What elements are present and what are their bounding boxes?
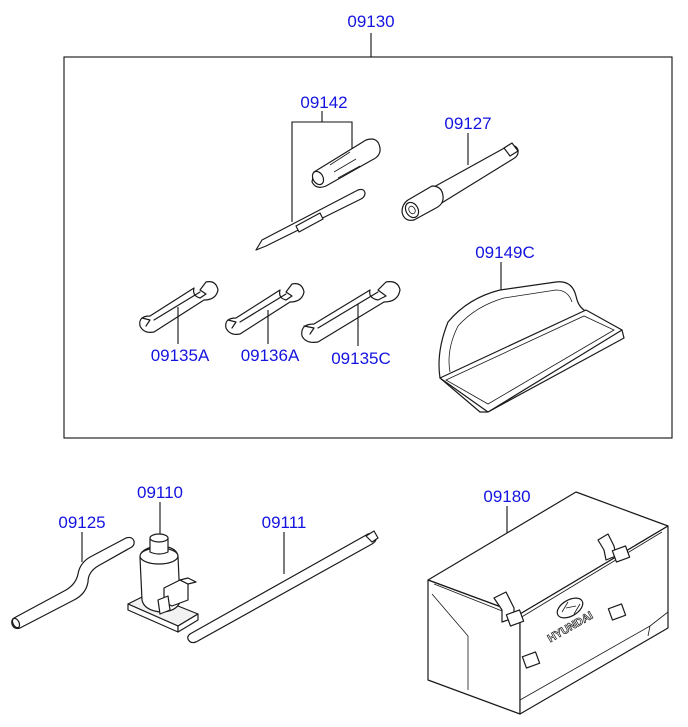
tool-kit-group: 09130 (63, 12, 673, 439)
socket-wrench-icon (401, 142, 519, 221)
wrench-b-icon (225, 283, 305, 335)
wrench-c-part: 09135C (301, 281, 401, 368)
callout-tool-box[interactable]: 09180 (483, 487, 530, 506)
tool-pouch-icon (438, 281, 625, 413)
callout-tool-pouch[interactable]: 09149C (475, 243, 535, 262)
jack-part: 09110 (127, 483, 199, 633)
screwdriver-handle-icon (311, 138, 381, 188)
callout-jack[interactable]: 09110 (137, 483, 183, 502)
hyundai-logo-icon (556, 597, 584, 619)
callout-wrench-c[interactable]: 09135C (331, 349, 391, 368)
wrench-a-icon (139, 281, 219, 333)
callout-jack-handle[interactable]: 09125 (58, 513, 105, 532)
extension-bar-part: 09111 (187, 513, 379, 644)
wrench-c-icon (301, 281, 401, 343)
callout-screwdriver[interactable]: 09142 (300, 93, 347, 112)
tool-kit-frame (63, 56, 673, 439)
jack-handle-part: 09125 (11, 513, 135, 630)
wrench-a-part: 09135A (139, 281, 219, 365)
callout-wrench-a[interactable]: 09135A (151, 346, 210, 365)
wrench-b-part: 09136A (225, 283, 305, 365)
tool-pouch-part: 09149C (438, 243, 625, 413)
tool-box-part: 09180 HYUNDAI (427, 487, 669, 715)
callout-extension-bar[interactable]: 09111 (262, 513, 307, 532)
screwdriver-bit-icon (255, 188, 366, 251)
tool-box-icon: HYUNDAI (427, 491, 669, 715)
callout-socket-wrench[interactable]: 09127 (444, 114, 491, 133)
extension-bar-icon (187, 530, 379, 644)
jack-icon (127, 533, 199, 633)
socket-wrench-part: 09127 (401, 114, 519, 221)
screwdriver-part: 09142 (255, 93, 381, 251)
callout-wrench-b[interactable]: 09136A (241, 346, 300, 365)
callout-tool-kit[interactable]: 09130 (347, 12, 394, 31)
jack-handle-icon (11, 536, 135, 630)
